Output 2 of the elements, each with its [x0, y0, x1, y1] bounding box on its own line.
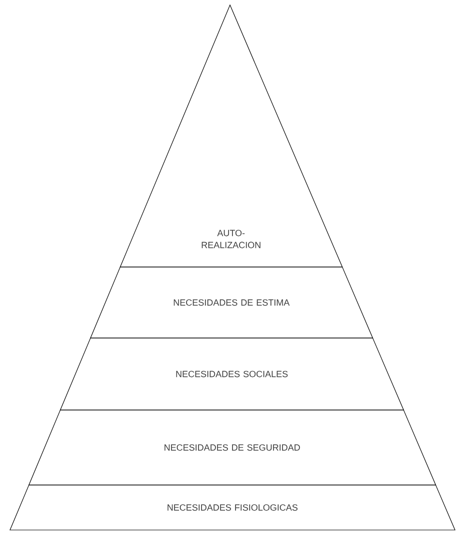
pyramid-level: NECESIDADES DE ESTIMA	[90, 266, 374, 338]
pyramid-level: NECESIDADES FISIOLOGICAS	[10, 484, 456, 530]
